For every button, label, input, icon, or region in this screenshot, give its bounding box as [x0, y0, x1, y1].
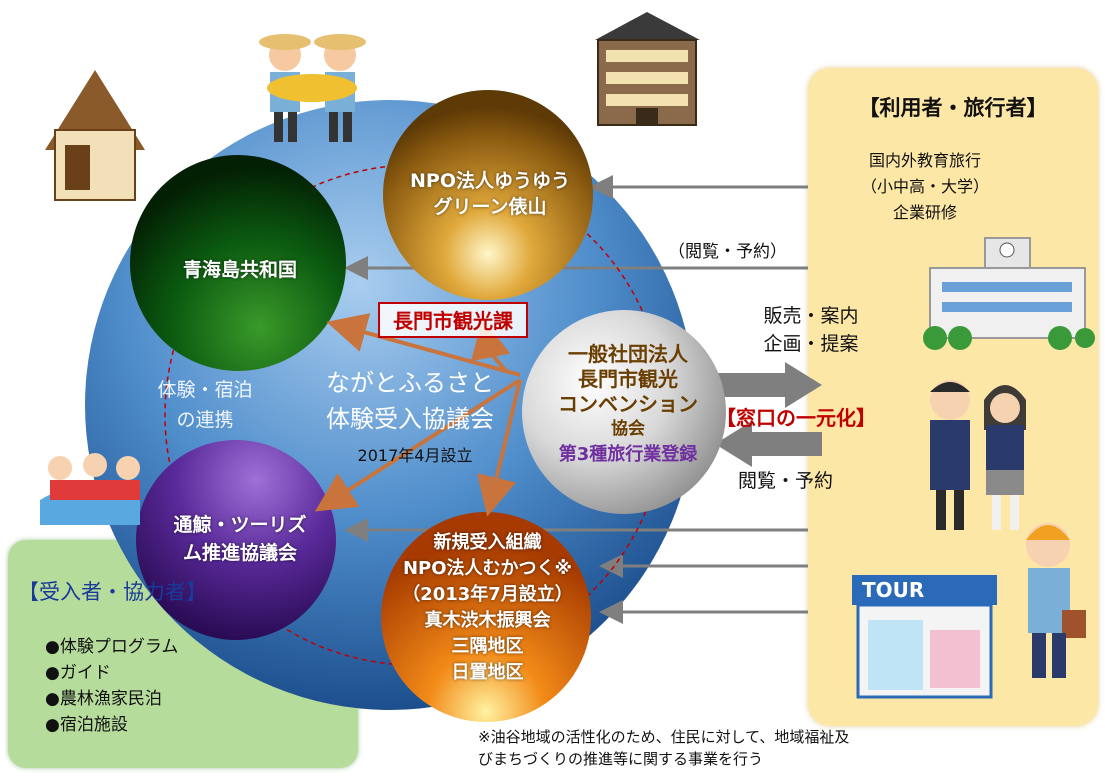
footnote-line1: ※油谷地域の活性化のため、住民に対して、地域福祉及 — [478, 728, 850, 746]
node-bottom-label: 新規受入組織 NPO法人むかつく※ （2013年7月設立） 真木渋木振興会 三隅… — [380, 530, 595, 686]
tour-shop-illustration — [852, 575, 997, 699]
sales-label: 販売・案内 企画・提案 — [756, 302, 866, 358]
node-lower-left-label: 通鯨・ツーリズ ム推進協議会 — [140, 511, 340, 567]
users-line2: （小中高・大学） — [860, 177, 989, 196]
node-center-line5: 第3種旅行業登録 — [558, 444, 698, 465]
browse-arrow — [715, 421, 822, 467]
sales-arrow — [715, 362, 822, 408]
receivers-item: ●ガイド — [45, 663, 111, 683]
node-center-line1: 一般社団法人 — [568, 342, 688, 366]
central-title: ながとふるさと 体験受入協議会 — [290, 365, 530, 437]
linkage-line1: 体験・宿泊 — [157, 379, 253, 401]
receivers-item: ●農林漁家民泊 — [45, 689, 162, 709]
footnote: ※油谷地域の活性化のため、住民に対して、地域福祉及 びまちづくりの推進等に関する… — [478, 726, 1078, 770]
browse-label: 閲覧・予約 — [738, 470, 834, 492]
traveler-illustration — [1026, 523, 1086, 678]
node-top-circle — [383, 90, 593, 300]
inn-illustration — [595, 12, 700, 126]
users-title: 【利用者・旅行者】 — [858, 96, 1048, 120]
users-line3: 企業研修 — [892, 203, 957, 222]
node-center-line3: コンベンション — [558, 392, 698, 416]
farmhouse-illustration — [45, 70, 145, 201]
linkage-label: 体験・宿泊 の連携 — [140, 375, 270, 435]
receivers-item: ●宿泊施設 — [45, 715, 128, 735]
sales-line1: 販売・案内 — [763, 305, 859, 327]
receivers-title: 【受入者・協力者】 — [18, 580, 207, 604]
node-left-circle — [130, 155, 346, 371]
tour-sign: TOUR — [862, 578, 925, 602]
node-bottom-line4: 真木渋木振興会 — [424, 610, 551, 631]
node-center-line2: 長門市観光 — [578, 367, 678, 391]
node-bottom-circle — [381, 512, 591, 722]
node-bottom-line1: 新規受入組織 — [433, 532, 542, 553]
school-illustration — [923, 237, 1095, 350]
node-center-label: 一般社団法人 長門市観光 コンベンション 協会 第3種旅行業登録 — [528, 342, 728, 467]
node-top-line1: NPO法人ゆうゆう — [410, 170, 570, 192]
students-illustration — [930, 380, 1026, 530]
established-label: 2017年4月設立 — [357, 446, 473, 465]
footnote-line2: びまちづくりの推進等に関する事業を行う — [478, 750, 764, 768]
receivers-list: ●体験プログラム ●ガイド ●農林漁家民泊 ●宿泊施設 — [45, 634, 178, 738]
city-office-box: 長門市観光課 — [378, 302, 528, 338]
sales-line2: 企画・提案 — [763, 333, 859, 355]
linkage-line2: の連携 — [176, 409, 234, 431]
orange-arrows — [314, 313, 522, 517]
browse-top-label: （閲覧・予約） — [668, 242, 787, 262]
users-line1: 国内外教育旅行 — [868, 151, 981, 170]
node-bottom-line6: 日置地区 — [451, 662, 524, 683]
node-lower-left-line2: ム推進協議会 — [182, 542, 297, 564]
users-list: 国内外教育旅行 （小中高・大学） 企業研修 — [830, 148, 1020, 226]
node-left-label: 青海島共和国 — [182, 259, 297, 281]
central-title-line1: ながとふるさと — [326, 369, 494, 397]
whaling-illustration — [40, 453, 140, 525]
window-label: 【窓口の一元化】 — [716, 406, 876, 430]
node-lower-left-line1: 通鯨・ツーリズ — [173, 514, 307, 536]
receivers-item: ●体験プログラム — [45, 637, 179, 657]
node-bottom-line5: 三隅地区 — [451, 636, 524, 657]
node-top-label: NPO法人ゆうゆう グリーン俵山 — [385, 168, 595, 220]
node-center-circle — [522, 310, 726, 514]
node-bottom-line3: （2013年7月設立） — [402, 584, 573, 605]
node-bottom-line2: NPO法人むかつく※ — [402, 558, 573, 579]
node-lower-left-circle — [136, 440, 336, 640]
farmers-illustration — [259, 34, 366, 142]
node-top-line2: グリーン俵山 — [433, 196, 547, 218]
node-center-line4: 協会 — [611, 419, 645, 439]
central-title-line2: 体験受入協議会 — [326, 405, 494, 433]
